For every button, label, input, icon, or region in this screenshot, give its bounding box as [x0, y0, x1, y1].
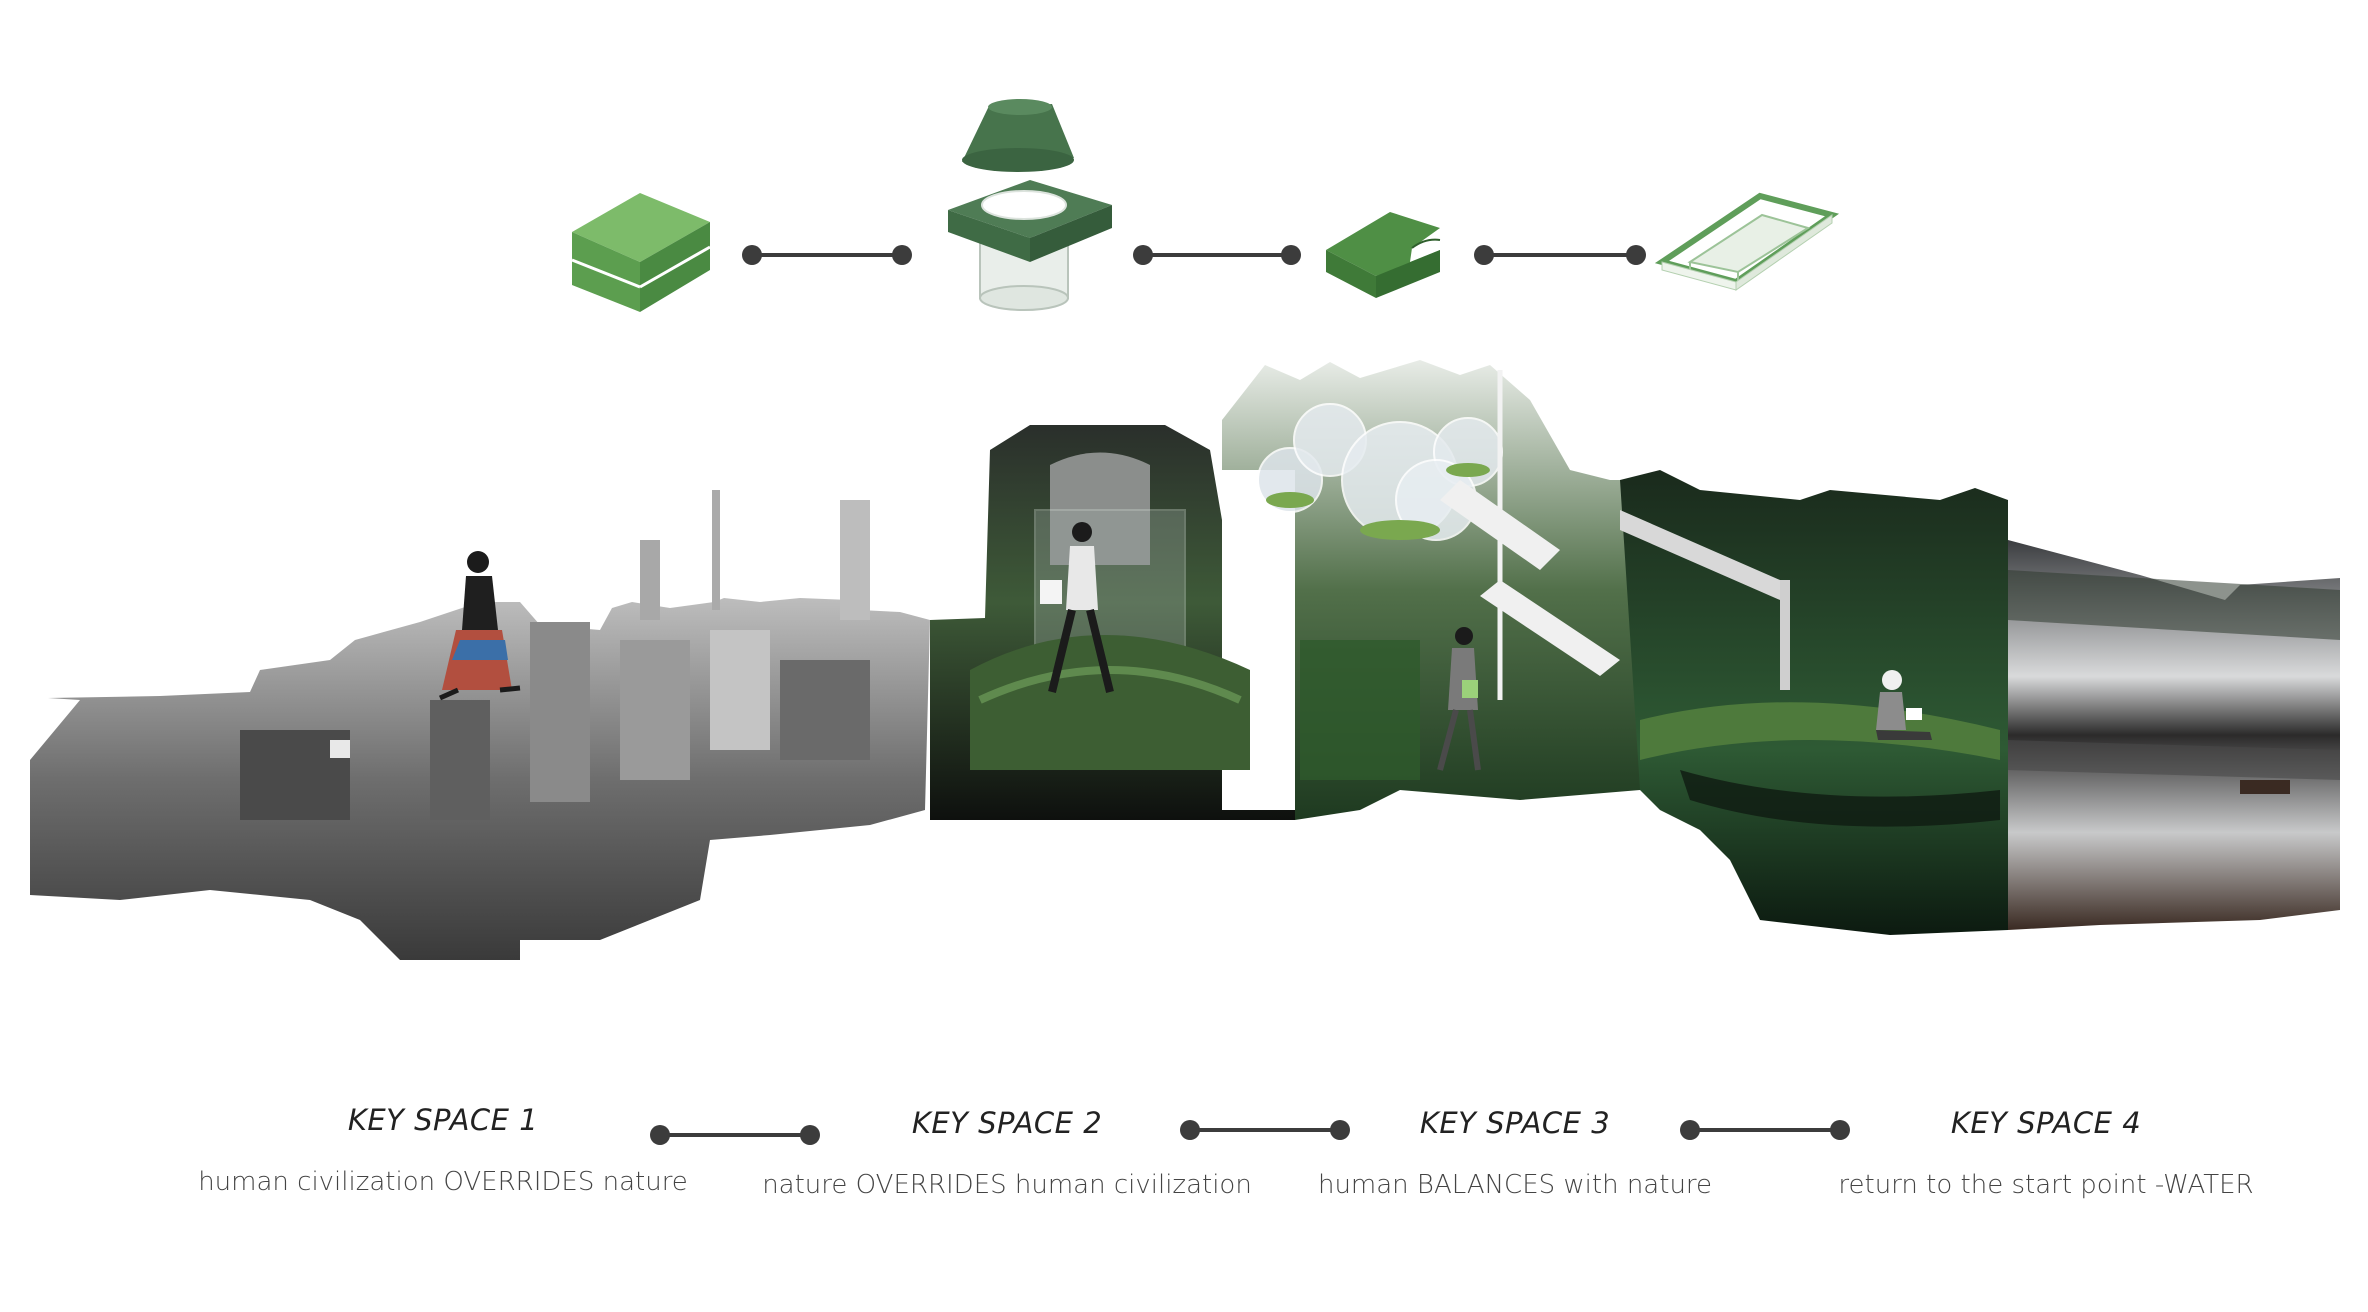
key-space-4-title: KEY SPACE 4	[1950, 1106, 2142, 1140]
connector-top-1	[742, 245, 912, 265]
connector-bottom-1	[650, 1125, 820, 1145]
collage-strip	[30, 360, 2340, 960]
collage-segment-greenhouse	[1222, 360, 1640, 820]
collage-segment-misty-lake	[2008, 540, 2340, 930]
cone-slab-cylinder-icon	[948, 99, 1112, 311]
walking-person-figure-3	[1437, 627, 1481, 771]
massing-icons-row	[571, 99, 1840, 312]
collage-segment-forest	[1620, 470, 2008, 935]
connector-bottom-2	[1180, 1120, 1350, 1140]
stacked-boxes-icon	[571, 193, 711, 312]
key-space-3-title: KEY SPACE 3	[1419, 1106, 1611, 1140]
key-space-4-description: return to the start point -WATER	[1838, 1170, 2254, 1200]
sitting-person-figure	[1876, 670, 1932, 740]
bottom-connectors-row	[650, 1120, 1850, 1145]
key-space-3-description: human BALANCES with nature	[1317, 1170, 1713, 1200]
key-space-1-description: human civilization OVERRIDES nature	[198, 1167, 688, 1197]
connector-bottom-3	[1680, 1120, 1850, 1140]
walking-person-figure-2	[1040, 522, 1114, 693]
notched-block-icon	[1326, 212, 1441, 298]
walking-person-figure-1	[438, 551, 521, 701]
key-space-1-title: KEY SPACE 1	[347, 1103, 539, 1137]
key-space-2-description: nature OVERRIDES human civilization	[762, 1170, 1252, 1200]
connector-top-2	[1133, 245, 1301, 265]
collage-segment-moss-room	[930, 425, 1295, 820]
key-space-2-title: KEY SPACE 2	[911, 1106, 1103, 1140]
collage-segment-concrete-city	[30, 490, 930, 960]
connector-top-3	[1474, 245, 1646, 265]
glass-frame-icon	[1654, 192, 1840, 291]
